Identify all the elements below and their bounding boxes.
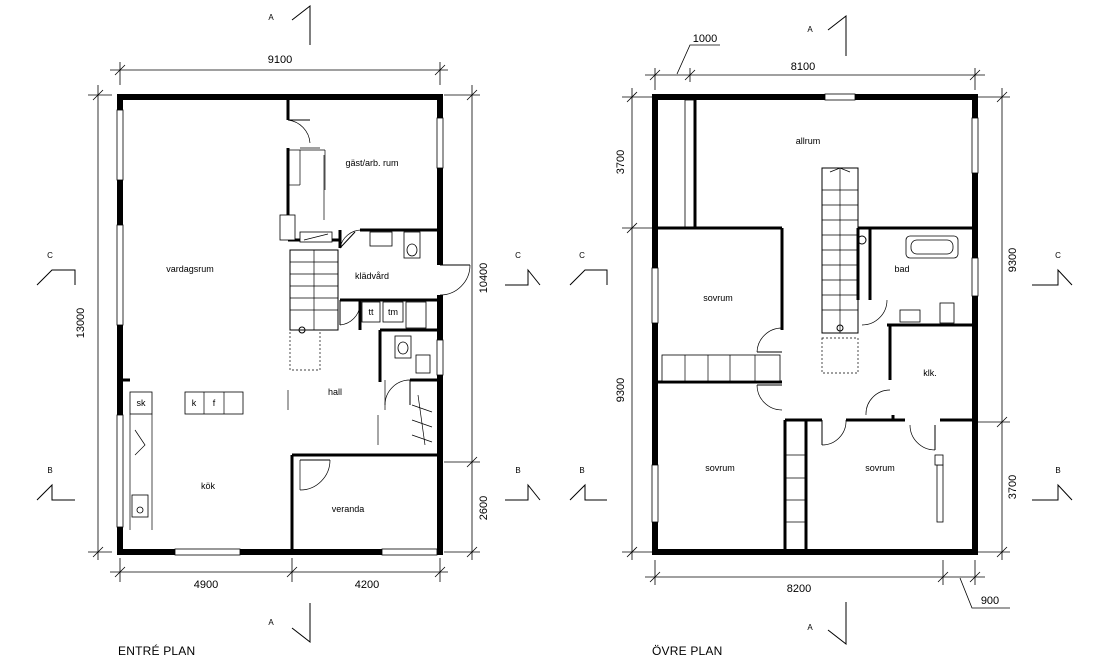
- label-tt: tt: [368, 307, 374, 317]
- sink-icon: [405, 301, 427, 329]
- entre-dim-left: 13000: [75, 85, 112, 560]
- room-kladvard: klädvård: [355, 271, 389, 281]
- entre-interior-walls: [120, 97, 440, 552]
- label-f: f: [213, 398, 216, 408]
- ovre-dim-left-lower-label: 9300: [615, 378, 627, 402]
- ovre-section-b-left: B: [579, 466, 584, 475]
- entre-doors: [287, 119, 471, 491]
- section-b-right: B: [515, 466, 520, 475]
- room-sovrum-lower-left: sovrum: [705, 463, 735, 473]
- ovre-dim-top-callout: 1000: [693, 33, 717, 45]
- entre-exterior-walls: [116, 94, 444, 556]
- room-vardagsrum: vardagsrum: [166, 264, 214, 274]
- room-bad: bad: [894, 264, 909, 274]
- washbasin-icon: [369, 231, 393, 247]
- ovre-section-a-bottom: A: [807, 623, 813, 632]
- room-sovrum-lower-right: sovrum: [865, 463, 895, 473]
- ovre-dim-bottom-callout: 900: [981, 595, 999, 607]
- kitchen-counter-sk: [129, 391, 153, 415]
- section-b-left: B: [47, 466, 52, 475]
- ovre-dim-top-label: 8100: [791, 61, 815, 73]
- ovre-section-b-right: B: [1055, 466, 1060, 475]
- entre-dim-right: 10400 2600: [444, 85, 490, 560]
- entre-stair: [289, 249, 339, 371]
- ovre-section-a-top: A: [807, 25, 813, 34]
- ovre-doors: [756, 299, 944, 466]
- ovre-section-markers: A A C C B B: [569, 14, 1073, 646]
- entre-dim-bottom-left-label: 4900: [194, 579, 218, 591]
- entre-dim-bottom-right-label: 4200: [355, 579, 379, 591]
- section-c-left: C: [47, 251, 53, 260]
- washbasin-icon-bad: [899, 309, 921, 323]
- ovre-interior-walls: [655, 100, 975, 552]
- entre-plan-title: ENTRÉ PLAN: [118, 643, 195, 658]
- ovre-dim-right-upper-label: 9300: [1007, 248, 1019, 272]
- ovre-dim-bottom: 8200 900: [645, 560, 1010, 609]
- room-hall: hall: [328, 387, 342, 397]
- washbasin-icon-2: [415, 354, 431, 374]
- ovre-dim-top: 8100 1000: [645, 33, 985, 90]
- room-allrum: allrum: [796, 136, 821, 146]
- entre-fixtures: tt tm k f sk: [129, 147, 433, 530]
- room-gast-arb-rum: gäst/arb. rum: [345, 158, 398, 168]
- ovre-plan-title: ÖVRE PLAN: [652, 644, 723, 658]
- tumble-dryer-box: [361, 301, 381, 323]
- room-kok: kök: [201, 481, 216, 491]
- entre-dim-top-label: 9100: [268, 54, 292, 66]
- section-a-top: A: [268, 13, 274, 22]
- room-sovrum-upper: sovrum: [703, 293, 733, 303]
- ovre-section-c-right: C: [1055, 251, 1061, 260]
- section-a-bottom: A: [268, 618, 274, 627]
- label-k: k: [192, 398, 197, 408]
- ovre-dim-left-upper-label: 3700: [615, 150, 627, 174]
- washing-machine-box: [382, 301, 404, 323]
- ovre-exterior-walls: [651, 93, 979, 555]
- entre-dim-bottom: 4900 4200: [110, 558, 448, 591]
- ovre-dim-right-lower-label: 3700: [1007, 475, 1019, 499]
- ovre-stair: [821, 167, 859, 374]
- section-c-right: C: [515, 251, 521, 260]
- label-sk: sk: [137, 398, 147, 408]
- toilet-icon-bad: [939, 302, 955, 324]
- entre-dim-right-upper-label: 10400: [478, 263, 490, 294]
- entre-room-labels: vardagsrum gäst/arb. rum klädvård hall k…: [166, 158, 398, 514]
- ovre-fixtures: [857, 235, 959, 324]
- label-tm: tm: [388, 307, 398, 317]
- room-klk: klk.: [923, 368, 937, 378]
- ovre-dim-right: 9300 3700: [975, 88, 1019, 560]
- ovre-section-c-left: C: [579, 251, 585, 260]
- entre-dim-left-label: 13000: [75, 308, 87, 339]
- ovre-room-labels: allrum sovrum bad klk. sovrum sovrum: [703, 136, 937, 473]
- entre-dim-top: 9100: [110, 54, 448, 85]
- entre-plan: 9100 13000 10400 2600: [36, 4, 541, 658]
- ovre-plan: 8100 1000 3700 9300 9300 3700: [569, 14, 1073, 658]
- kitchen-island: [184, 391, 244, 415]
- ovre-dim-bottom-label: 8200: [787, 583, 811, 595]
- entre-dim-right-lower-label: 2600: [478, 496, 490, 520]
- entre-section-markers: A A C C B B: [36, 4, 541, 644]
- room-veranda: veranda: [332, 504, 365, 514]
